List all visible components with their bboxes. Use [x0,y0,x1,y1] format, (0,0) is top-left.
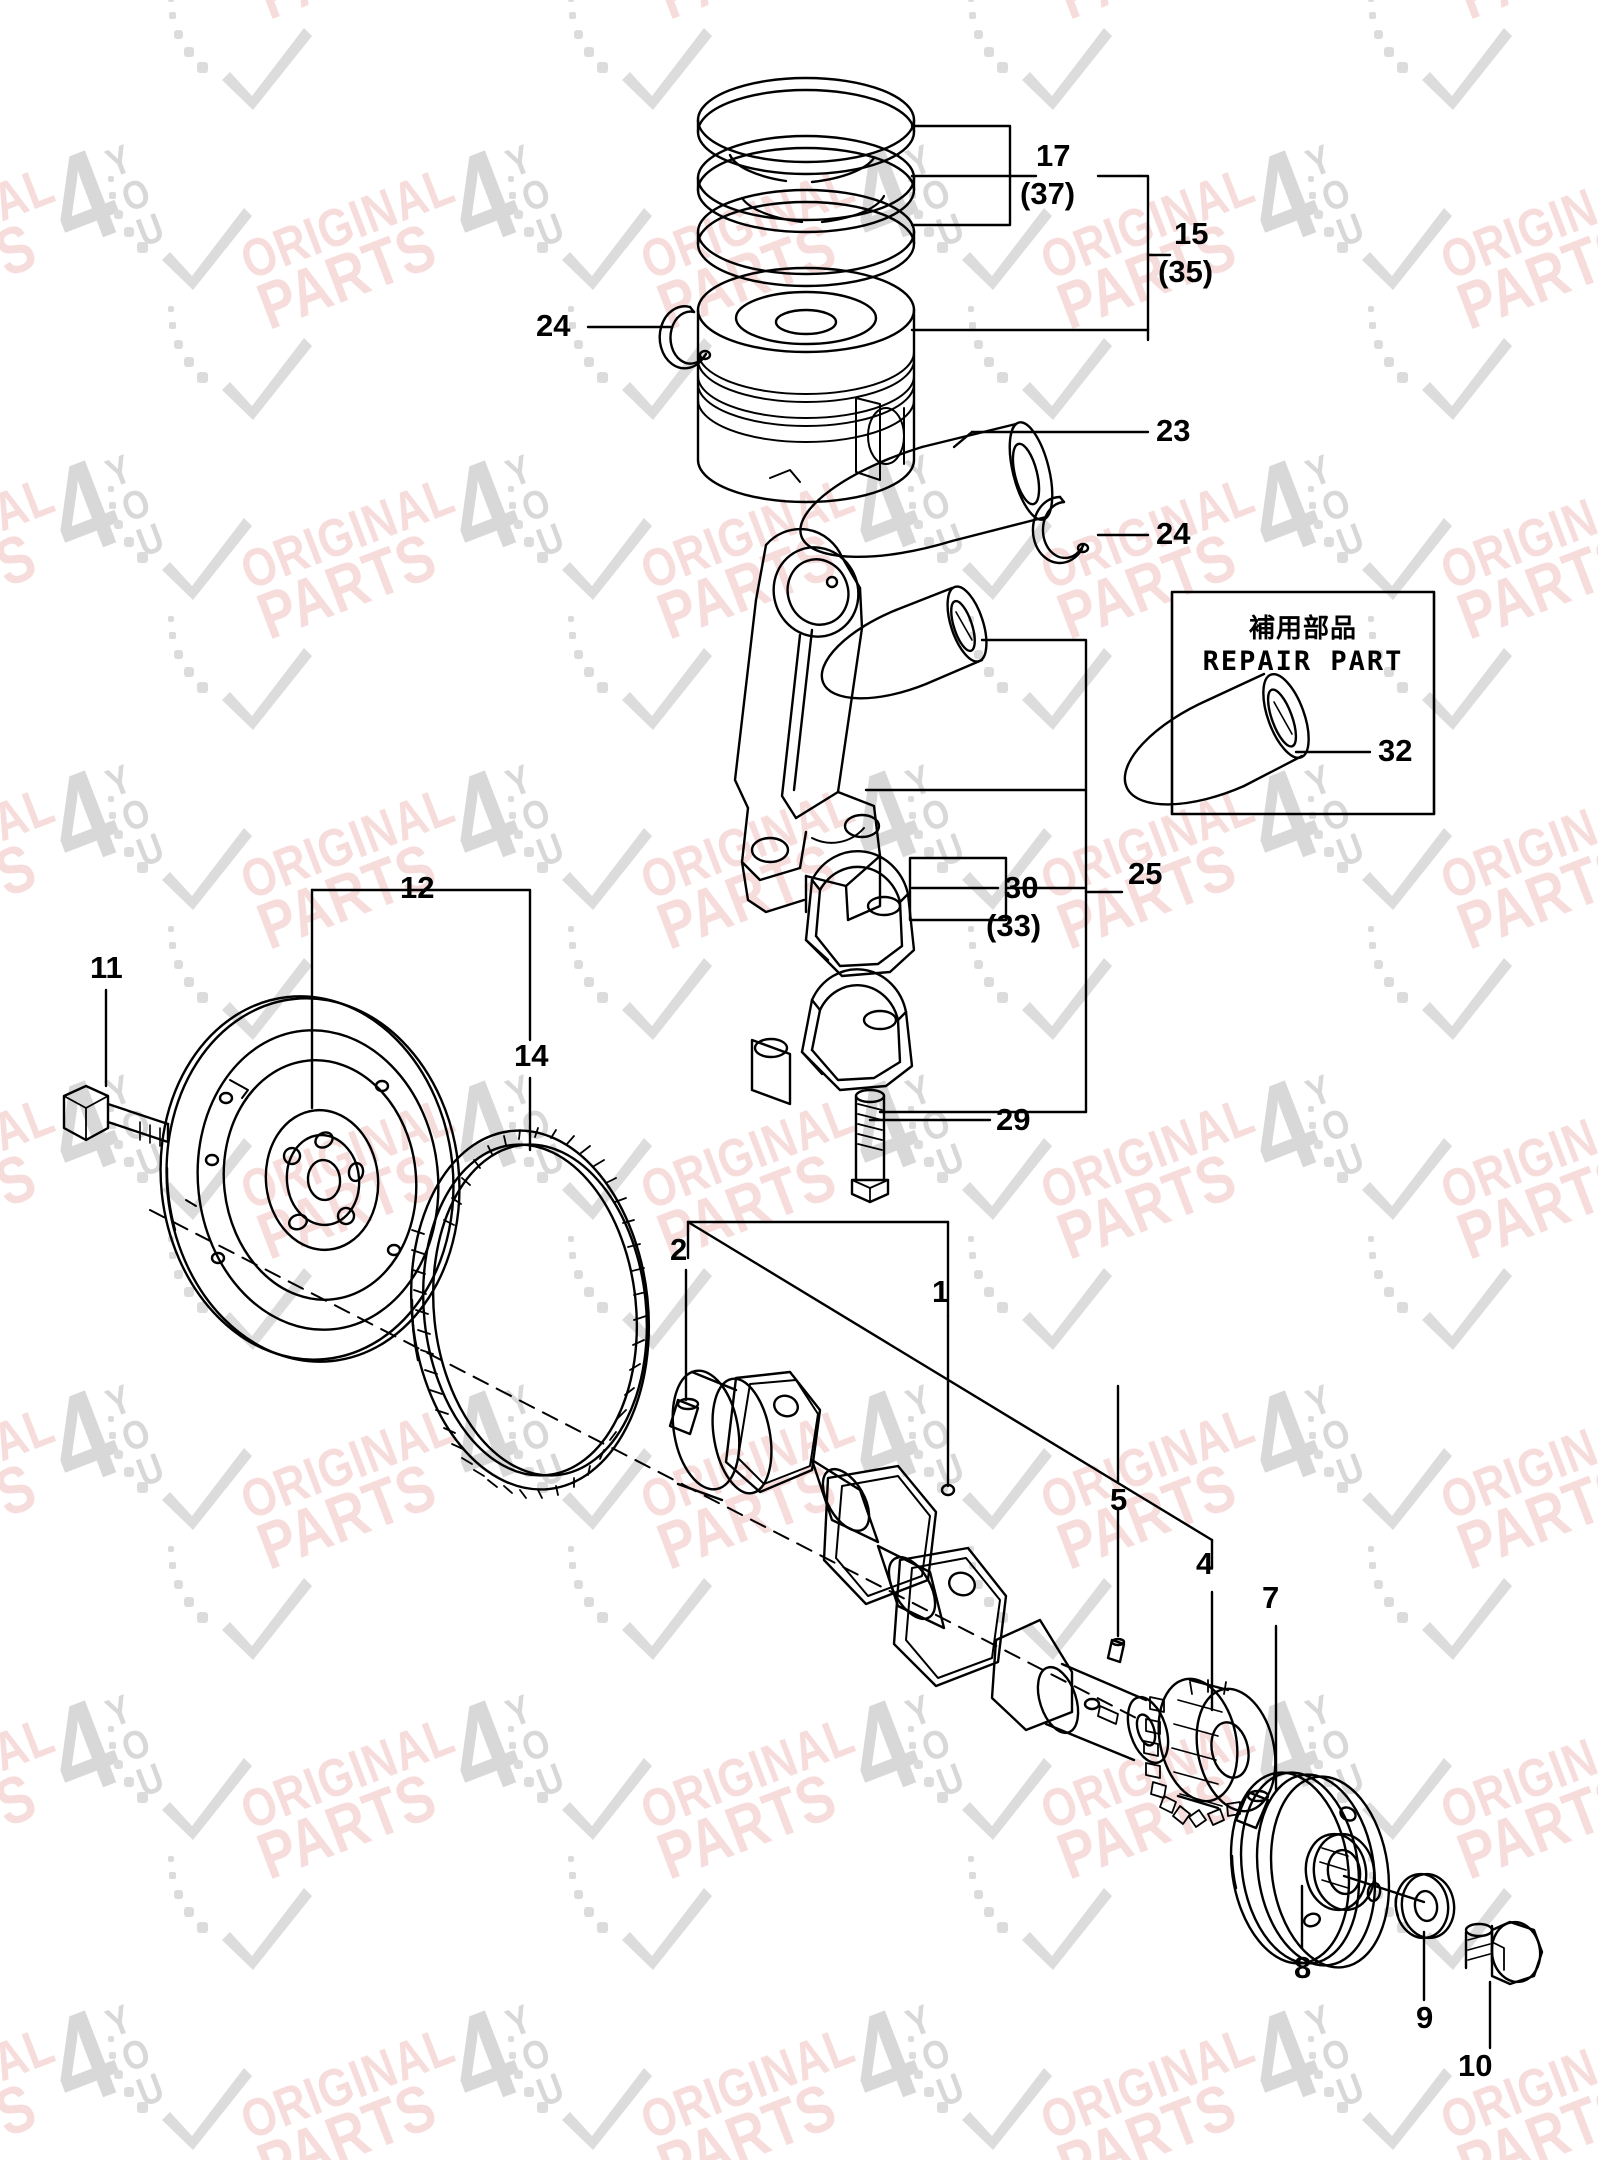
callout-1: 1 [932,1274,950,1309]
snap-ring-lower [1031,495,1090,565]
callout-23: 23 [1156,413,1191,448]
callout-10: 10 [1458,2048,1493,2083]
callout-29: 29 [996,1102,1031,1137]
callout-17: 17 [1036,138,1071,173]
callout-32: 32 [1378,733,1413,768]
callout-25: 25 [1128,856,1163,891]
piston-drawing [696,266,916,504]
callout-15: 15 [1174,216,1209,251]
pulley-bolt-10-drawing [1464,1920,1544,1986]
snap-ring-upper-left [658,305,712,370]
flywheel-bolt-drawing [62,1084,170,1147]
callout-8: 8 [1294,1950,1312,1985]
crankshaft-drawing [671,1369,1170,1765]
callout-24-top: 24 [536,308,571,343]
repair-part-title-en: REPAIR PART [1202,646,1404,677]
leader-lines [104,124,1492,2050]
callout-5: 5 [1110,1482,1128,1517]
crank-gear-drawing [1143,1677,1277,1828]
washer-9-drawing [1394,1872,1456,1940]
connecting-rod-bolt-drawing [850,1088,890,1204]
callout-12: 12 [400,870,435,905]
callout-24-lower: 24 [1156,516,1191,551]
repair-part-title-jp: 補用部品 [1248,614,1357,644]
callout-14: 14 [514,1038,549,1073]
callout-33: (33) [986,908,1042,943]
callout-7: 7 [1262,1580,1280,1615]
callout-2: 2 [670,1232,688,1267]
crankshaft-pulley-drawing [1229,1771,1391,1969]
piston-pin-drawing [799,421,1054,559]
piston-ring-set-drawing [696,76,916,288]
flywheel-drawing [159,995,461,1363]
callout-11: 11 [90,950,123,985]
ring-gear-drawing [409,1127,651,1499]
callout-30: 30 [1004,870,1039,905]
callout-4: 4 [1196,1546,1214,1581]
callout-37: (37) [1020,176,1076,211]
callout-9: 9 [1416,2000,1434,2035]
callout-35: (35) [1158,254,1214,289]
connecting-rod-drawing [733,527,882,922]
connecting-rod-bearings-drawing [750,850,916,1106]
key-5-drawing [1106,1637,1126,1664]
